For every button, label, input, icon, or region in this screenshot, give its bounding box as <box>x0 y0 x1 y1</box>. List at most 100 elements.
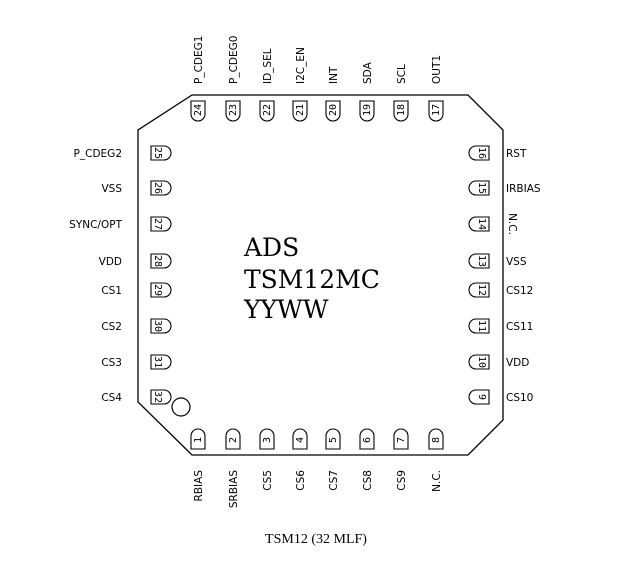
marking-line-2: TSM12MC <box>244 265 380 294</box>
pin-number-6: 6 <box>362 437 373 443</box>
pin-pad-left-26 <box>150 180 172 196</box>
pin-label-12: CS12 <box>506 285 533 297</box>
pin-label-29: CS1 <box>101 285 122 297</box>
pin-number-1: 1 <box>193 437 204 443</box>
pin-number-25: 25 <box>152 147 163 159</box>
pin-label-6: CS8 <box>362 470 374 491</box>
pin-label-31: CS3 <box>101 357 122 369</box>
pin-number-10: 10 <box>476 356 487 368</box>
pin-number-23: 23 <box>228 104 239 116</box>
pin-label-26: VSS <box>101 183 122 195</box>
pin-label-9: CS10 <box>506 392 533 404</box>
pin-number-9: 9 <box>476 394 487 400</box>
pin-pad-bottom-8 <box>428 428 444 450</box>
pin-number-26: 26 <box>152 182 163 194</box>
pin-pad-bottom-3 <box>259 428 275 450</box>
pin-number-12: 12 <box>476 284 487 296</box>
pin-number-32: 32 <box>152 391 163 403</box>
pin-label-10: VDD <box>506 357 529 369</box>
pin-pad-top-18 <box>393 100 409 122</box>
pin-pad-right-14 <box>468 216 490 232</box>
pin-label-2: SRBIAS <box>228 470 240 508</box>
pin-number-24: 24 <box>193 104 204 116</box>
marking-line-3: YYWW <box>243 295 329 324</box>
pin-number-8: 8 <box>431 437 442 443</box>
pin-label-22: ID_SEL <box>262 48 274 84</box>
pin-label-18: SCL <box>396 64 408 84</box>
pin-number-29: 29 <box>152 284 163 296</box>
pin-pad-top-17 <box>428 100 444 122</box>
pin-pad-top-23 <box>225 100 241 122</box>
pin-label-7: CS9 <box>396 470 408 491</box>
marking-line-1: ADS <box>243 233 299 262</box>
pin-pad-right-12 <box>468 282 490 298</box>
pin-pad-right-11 <box>468 318 490 334</box>
pin-pad-top-19 <box>359 100 375 122</box>
pin-number-14: 14 <box>476 218 487 230</box>
pin-number-30: 30 <box>152 320 163 332</box>
pin-label-21: I2C_EN <box>295 47 307 84</box>
pin-pad-right-15 <box>468 180 490 196</box>
pin-pad-left-30 <box>150 318 172 334</box>
pin-label-1: RBIAS <box>193 470 205 502</box>
pin-label-16: RST <box>506 148 527 160</box>
pin-label-30: CS2 <box>101 321 122 333</box>
pin-number-5: 5 <box>328 437 339 443</box>
pin-pad-left-31 <box>150 354 172 370</box>
pin-pad-bottom-2 <box>225 428 241 450</box>
pin-number-31: 31 <box>152 356 163 368</box>
pin-pad-left-25 <box>150 145 172 161</box>
pin-pad-right-13 <box>468 253 490 269</box>
pin-number-2: 2 <box>228 437 239 443</box>
pin-pad-left-28 <box>150 253 172 269</box>
pin-pad-bottom-1 <box>190 428 206 450</box>
pin-label-28: VDD <box>99 256 122 268</box>
pin-number-19: 19 <box>362 104 373 116</box>
pin-pad-left-32 <box>150 389 172 405</box>
pin-pad-bottom-5 <box>325 428 341 450</box>
pin-pad-top-21 <box>292 100 308 122</box>
pin-pad-bottom-4 <box>292 428 308 450</box>
pin-label-14: N.C. <box>506 213 518 235</box>
pin-number-21: 21 <box>295 104 306 116</box>
pin-number-7: 7 <box>396 437 407 443</box>
pin-label-11: CS11 <box>506 321 533 333</box>
pin-label-25: P_CDEG2 <box>74 148 122 160</box>
pin-number-16: 16 <box>476 147 487 159</box>
pin-pad-bottom-7 <box>393 428 409 450</box>
pin-label-4: CS6 <box>295 470 307 491</box>
pin-number-15: 15 <box>476 182 487 194</box>
pin-pad-bottom-6 <box>359 428 375 450</box>
pin-number-3: 3 <box>262 437 273 443</box>
pin-number-17: 17 <box>431 104 442 116</box>
pin-number-20: 20 <box>328 104 339 116</box>
pin-pad-right-10 <box>468 354 490 370</box>
pin-number-27: 27 <box>152 218 163 230</box>
pin-label-19: SDA <box>362 61 374 84</box>
package-caption: TSM12 (32 MLF) <box>265 532 367 547</box>
pin-pad-left-29 <box>150 282 172 298</box>
pin-pad-right-9 <box>468 389 490 405</box>
pin-label-8: N.C. <box>431 470 443 492</box>
pin-number-11: 11 <box>476 320 487 332</box>
pin-label-27: SYNC/OPT <box>69 219 122 231</box>
pin-label-24: P_CDEG1 <box>193 36 205 84</box>
pin-label-20: INT <box>328 66 340 84</box>
pin-number-22: 22 <box>262 104 273 116</box>
pin-pad-left-27 <box>150 216 172 232</box>
pin-number-4: 4 <box>295 437 306 443</box>
pin-label-32: CS4 <box>101 392 122 404</box>
pin-label-5: CS7 <box>328 470 340 491</box>
pin-label-23: P_CDEG0 <box>228 36 240 84</box>
pin-label-17: OUT1 <box>431 55 443 84</box>
pin-pad-top-20 <box>325 100 341 122</box>
pin-pad-right-16 <box>468 145 490 161</box>
pin-pad-top-24 <box>190 100 206 122</box>
pin-number-13: 13 <box>476 255 487 267</box>
package-outline <box>137 94 504 456</box>
pin-label-3: CS5 <box>262 470 274 491</box>
pin-label-15: IRBIAS <box>506 183 541 195</box>
pin-pad-top-22 <box>259 100 275 122</box>
pin-number-28: 28 <box>152 255 163 267</box>
